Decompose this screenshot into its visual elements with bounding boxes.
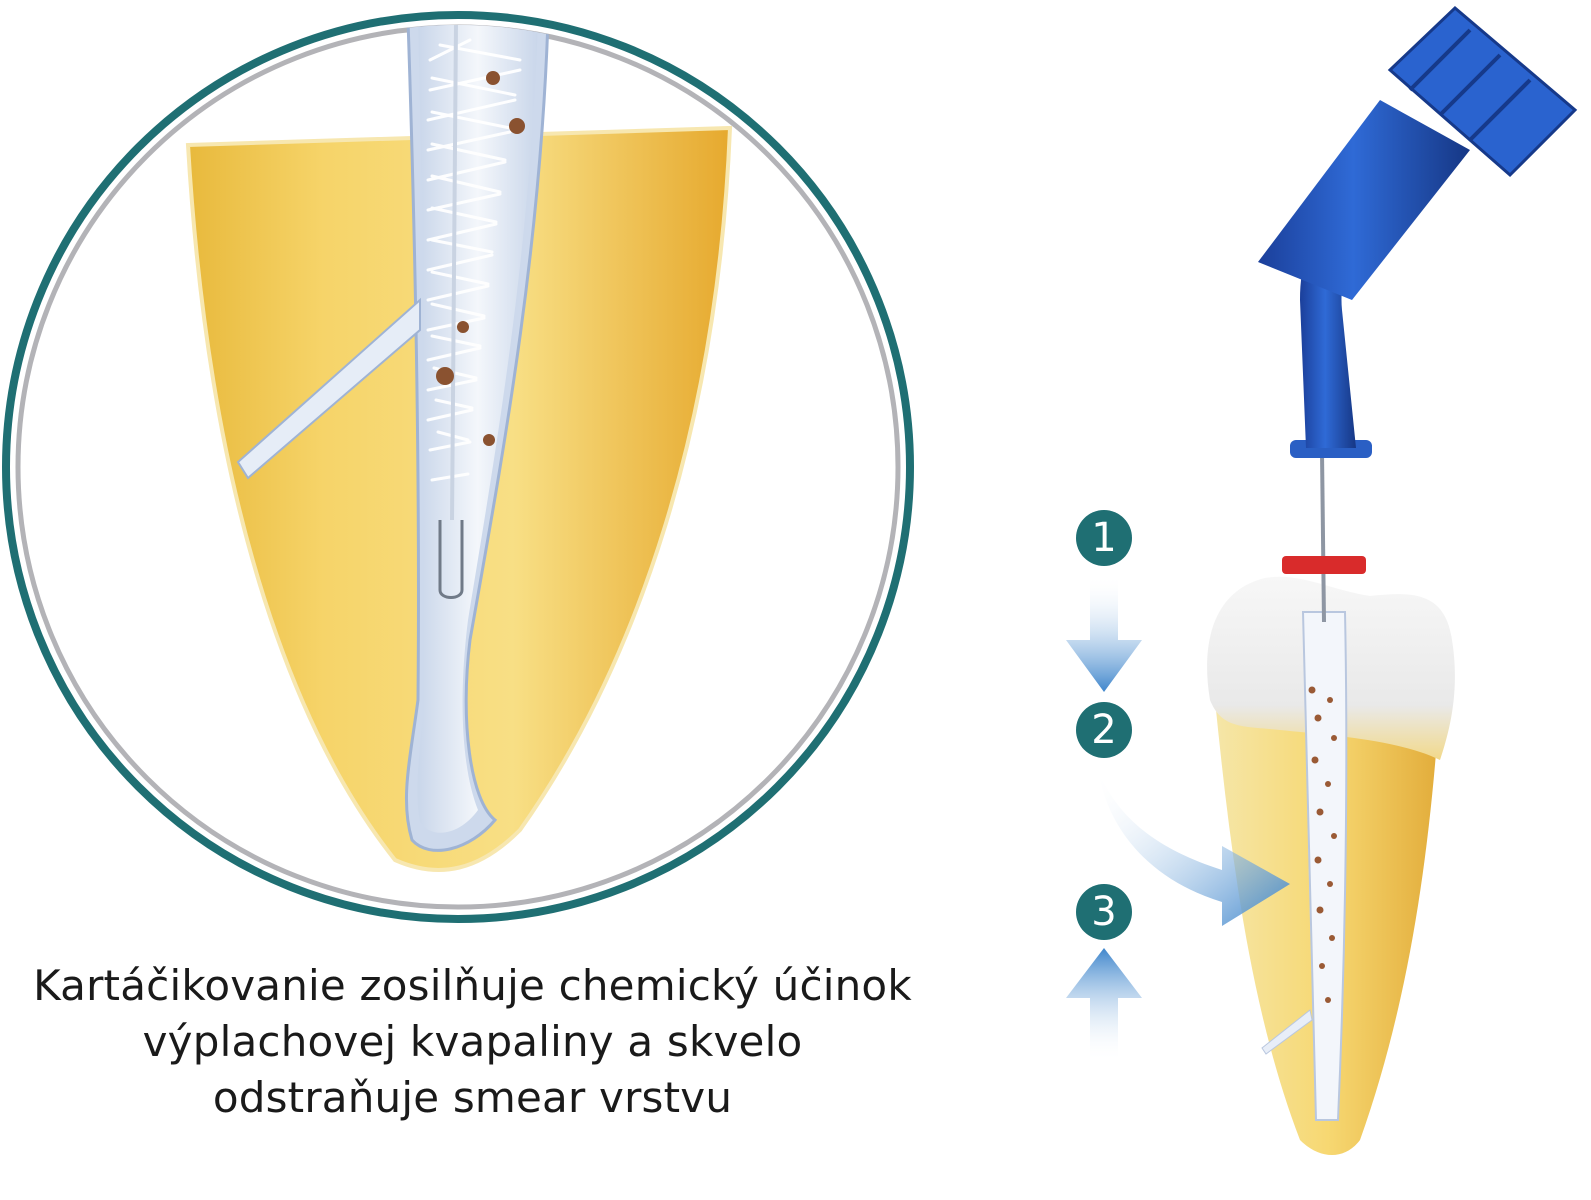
file-shaft [1320, 451, 1326, 623]
arrow-curved [1098, 770, 1290, 926]
brush-tip-loop [438, 520, 464, 599]
magnified-view [2, 11, 914, 923]
step-indicators: 1 2 3 [1066, 510, 1290, 1062]
arrow-up [1066, 948, 1142, 1062]
step-3-label: 3 [1091, 889, 1116, 935]
tooth-lateral-canal [1261, 1009, 1313, 1055]
tooth-debris [1308, 686, 1337, 1003]
rubber-stopper [1282, 556, 1366, 574]
handle-shaft [1300, 240, 1356, 448]
handle-head [1258, 100, 1470, 300]
step-2-badge [1076, 702, 1132, 758]
arrow-down [1066, 575, 1142, 692]
root-canal [417, 25, 538, 833]
tooth-illustration [1207, 5, 1578, 1155]
step-1-label: 1 [1091, 515, 1116, 561]
caption: Kartáčikovanie zosilňuje chemický účinok… [0, 958, 945, 1126]
caption-line-1: Kartáčikovanie zosilňuje chemický účinok [33, 961, 912, 1010]
step-1-badge [1076, 510, 1132, 566]
step-2-label: 2 [1091, 707, 1116, 753]
magnifier-outer-ring [2, 11, 914, 923]
debris-particles [436, 71, 525, 446]
caption-line-2: výplachovej kvapaliny a skvelo [142, 1017, 803, 1066]
brush-wire [450, 25, 458, 521]
caption-line-3: odstraňuje smear vrstvu [212, 1073, 733, 1122]
step-3-badge [1076, 884, 1132, 940]
lateral-canal [236, 297, 421, 480]
